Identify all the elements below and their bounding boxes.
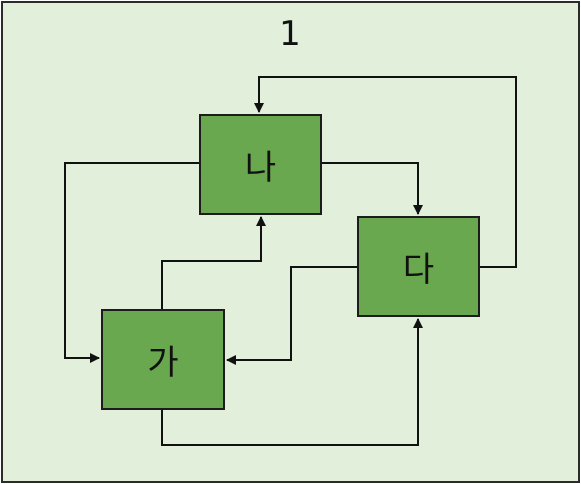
node-ga: 가 xyxy=(101,309,225,410)
edge-da-to-na xyxy=(254,76,517,268)
node-na: 나 xyxy=(199,114,322,215)
edge-na-to-da xyxy=(322,162,423,215)
edge-ga-to-da xyxy=(161,318,423,446)
edge-na-to-ga xyxy=(64,162,199,363)
edge-da-to-ga xyxy=(226,266,357,365)
node-da: 다 xyxy=(357,216,480,317)
diagram-title: 1 xyxy=(279,14,301,54)
edge-ga-to-na xyxy=(161,216,266,309)
